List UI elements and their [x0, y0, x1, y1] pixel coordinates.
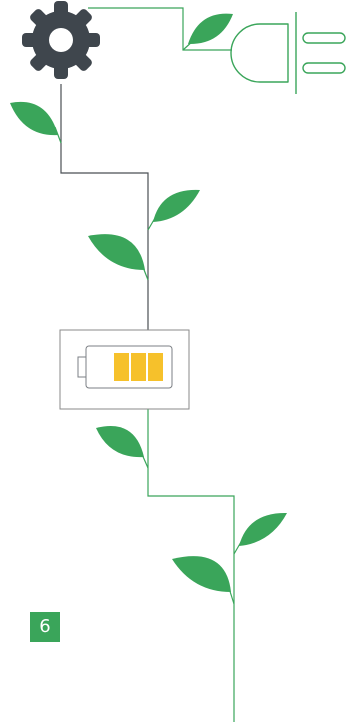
battery-charge-bar — [114, 353, 129, 381]
battery-charge-bar — [131, 353, 146, 381]
plug-icon — [231, 12, 345, 94]
leaf-icon — [88, 234, 145, 270]
step-number-badge: 6 — [30, 612, 60, 642]
gear-to-battery-line — [61, 84, 148, 330]
leaf-stem — [234, 542, 241, 554]
battery-charge-bars — [114, 353, 163, 381]
leaf-stem — [141, 262, 148, 280]
leaf-icon — [188, 14, 233, 44]
leaf-icon — [172, 556, 231, 592]
leaf-icon — [10, 102, 58, 135]
leaf-stem — [183, 40, 194, 50]
battery-charge-bar — [148, 353, 163, 381]
leaf-icon — [153, 190, 200, 222]
leaf-stem — [148, 218, 155, 230]
leaf-icon — [96, 426, 144, 457]
leaf-icon — [239, 513, 287, 546]
leaf-stem — [141, 452, 148, 468]
gear-icon — [22, 1, 100, 79]
leaf-stem — [228, 585, 234, 604]
